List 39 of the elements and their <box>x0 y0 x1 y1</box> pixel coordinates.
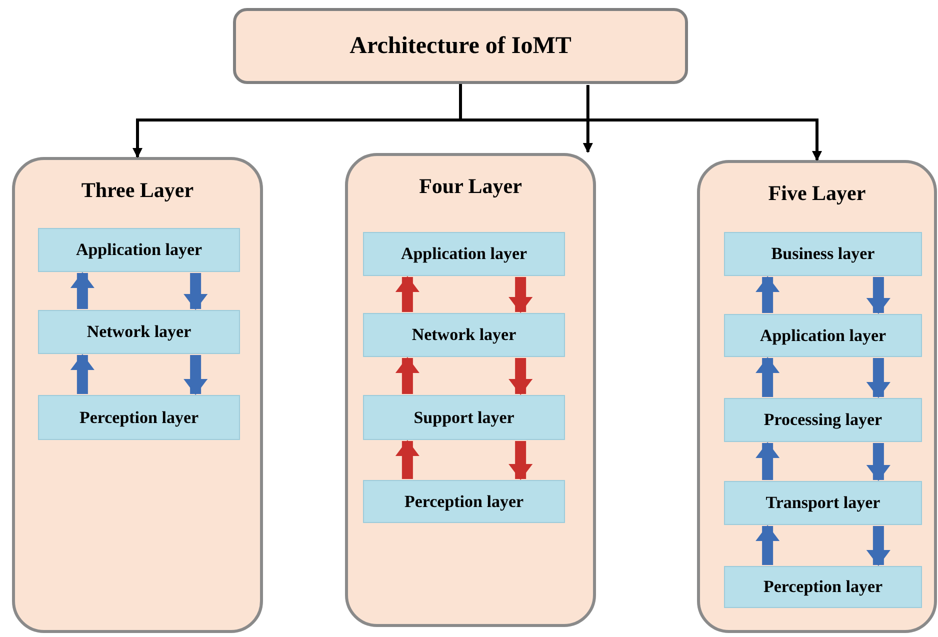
block-arrow <box>756 357 780 397</box>
layer-box: Support layer <box>363 395 565 440</box>
block-arrow <box>395 357 420 394</box>
layer-box: Application layer <box>38 228 240 272</box>
block-arrow <box>756 525 780 565</box>
block-arrow <box>395 440 420 479</box>
layer-group-panel <box>12 157 263 633</box>
block-arrow <box>184 273 208 310</box>
block-arrow <box>866 277 890 314</box>
panel-heading: Five Layer <box>767 181 867 206</box>
block-arrow <box>866 526 890 566</box>
layer-box: Transport layer <box>724 481 922 525</box>
layer-box: Application layer <box>724 314 922 357</box>
connector-arrow <box>459 84 822 161</box>
block-arrow <box>184 355 208 395</box>
block-arrow <box>508 441 533 480</box>
layer-group-panel <box>697 160 937 633</box>
layer-box: Business layer <box>724 232 922 276</box>
block-arrow <box>508 358 533 395</box>
title-box: Architecture of IoMT <box>233 8 688 84</box>
block-arrow <box>70 354 94 394</box>
block-arrow <box>866 443 890 481</box>
block-arrow <box>756 442 780 480</box>
panel-heading: Three Layer <box>80 178 195 203</box>
block-arrow <box>508 277 533 313</box>
layer-box: Perception layer <box>363 480 565 523</box>
block-arrow <box>395 276 420 312</box>
layer-group-panel <box>345 153 596 627</box>
layer-box: Application layer <box>363 232 565 276</box>
layer-box: Processing layer <box>724 398 922 442</box>
panel-heading: Four Layer <box>418 174 523 199</box>
block-arrow <box>756 276 780 313</box>
block-arrow <box>866 358 890 398</box>
layer-box: Network layer <box>363 313 565 357</box>
layer-box: Network layer <box>38 310 240 354</box>
layer-box: Perception layer <box>724 566 922 608</box>
block-arrow <box>70 272 94 309</box>
layer-box: Perception layer <box>38 395 240 440</box>
connector-arrow <box>582 85 593 153</box>
